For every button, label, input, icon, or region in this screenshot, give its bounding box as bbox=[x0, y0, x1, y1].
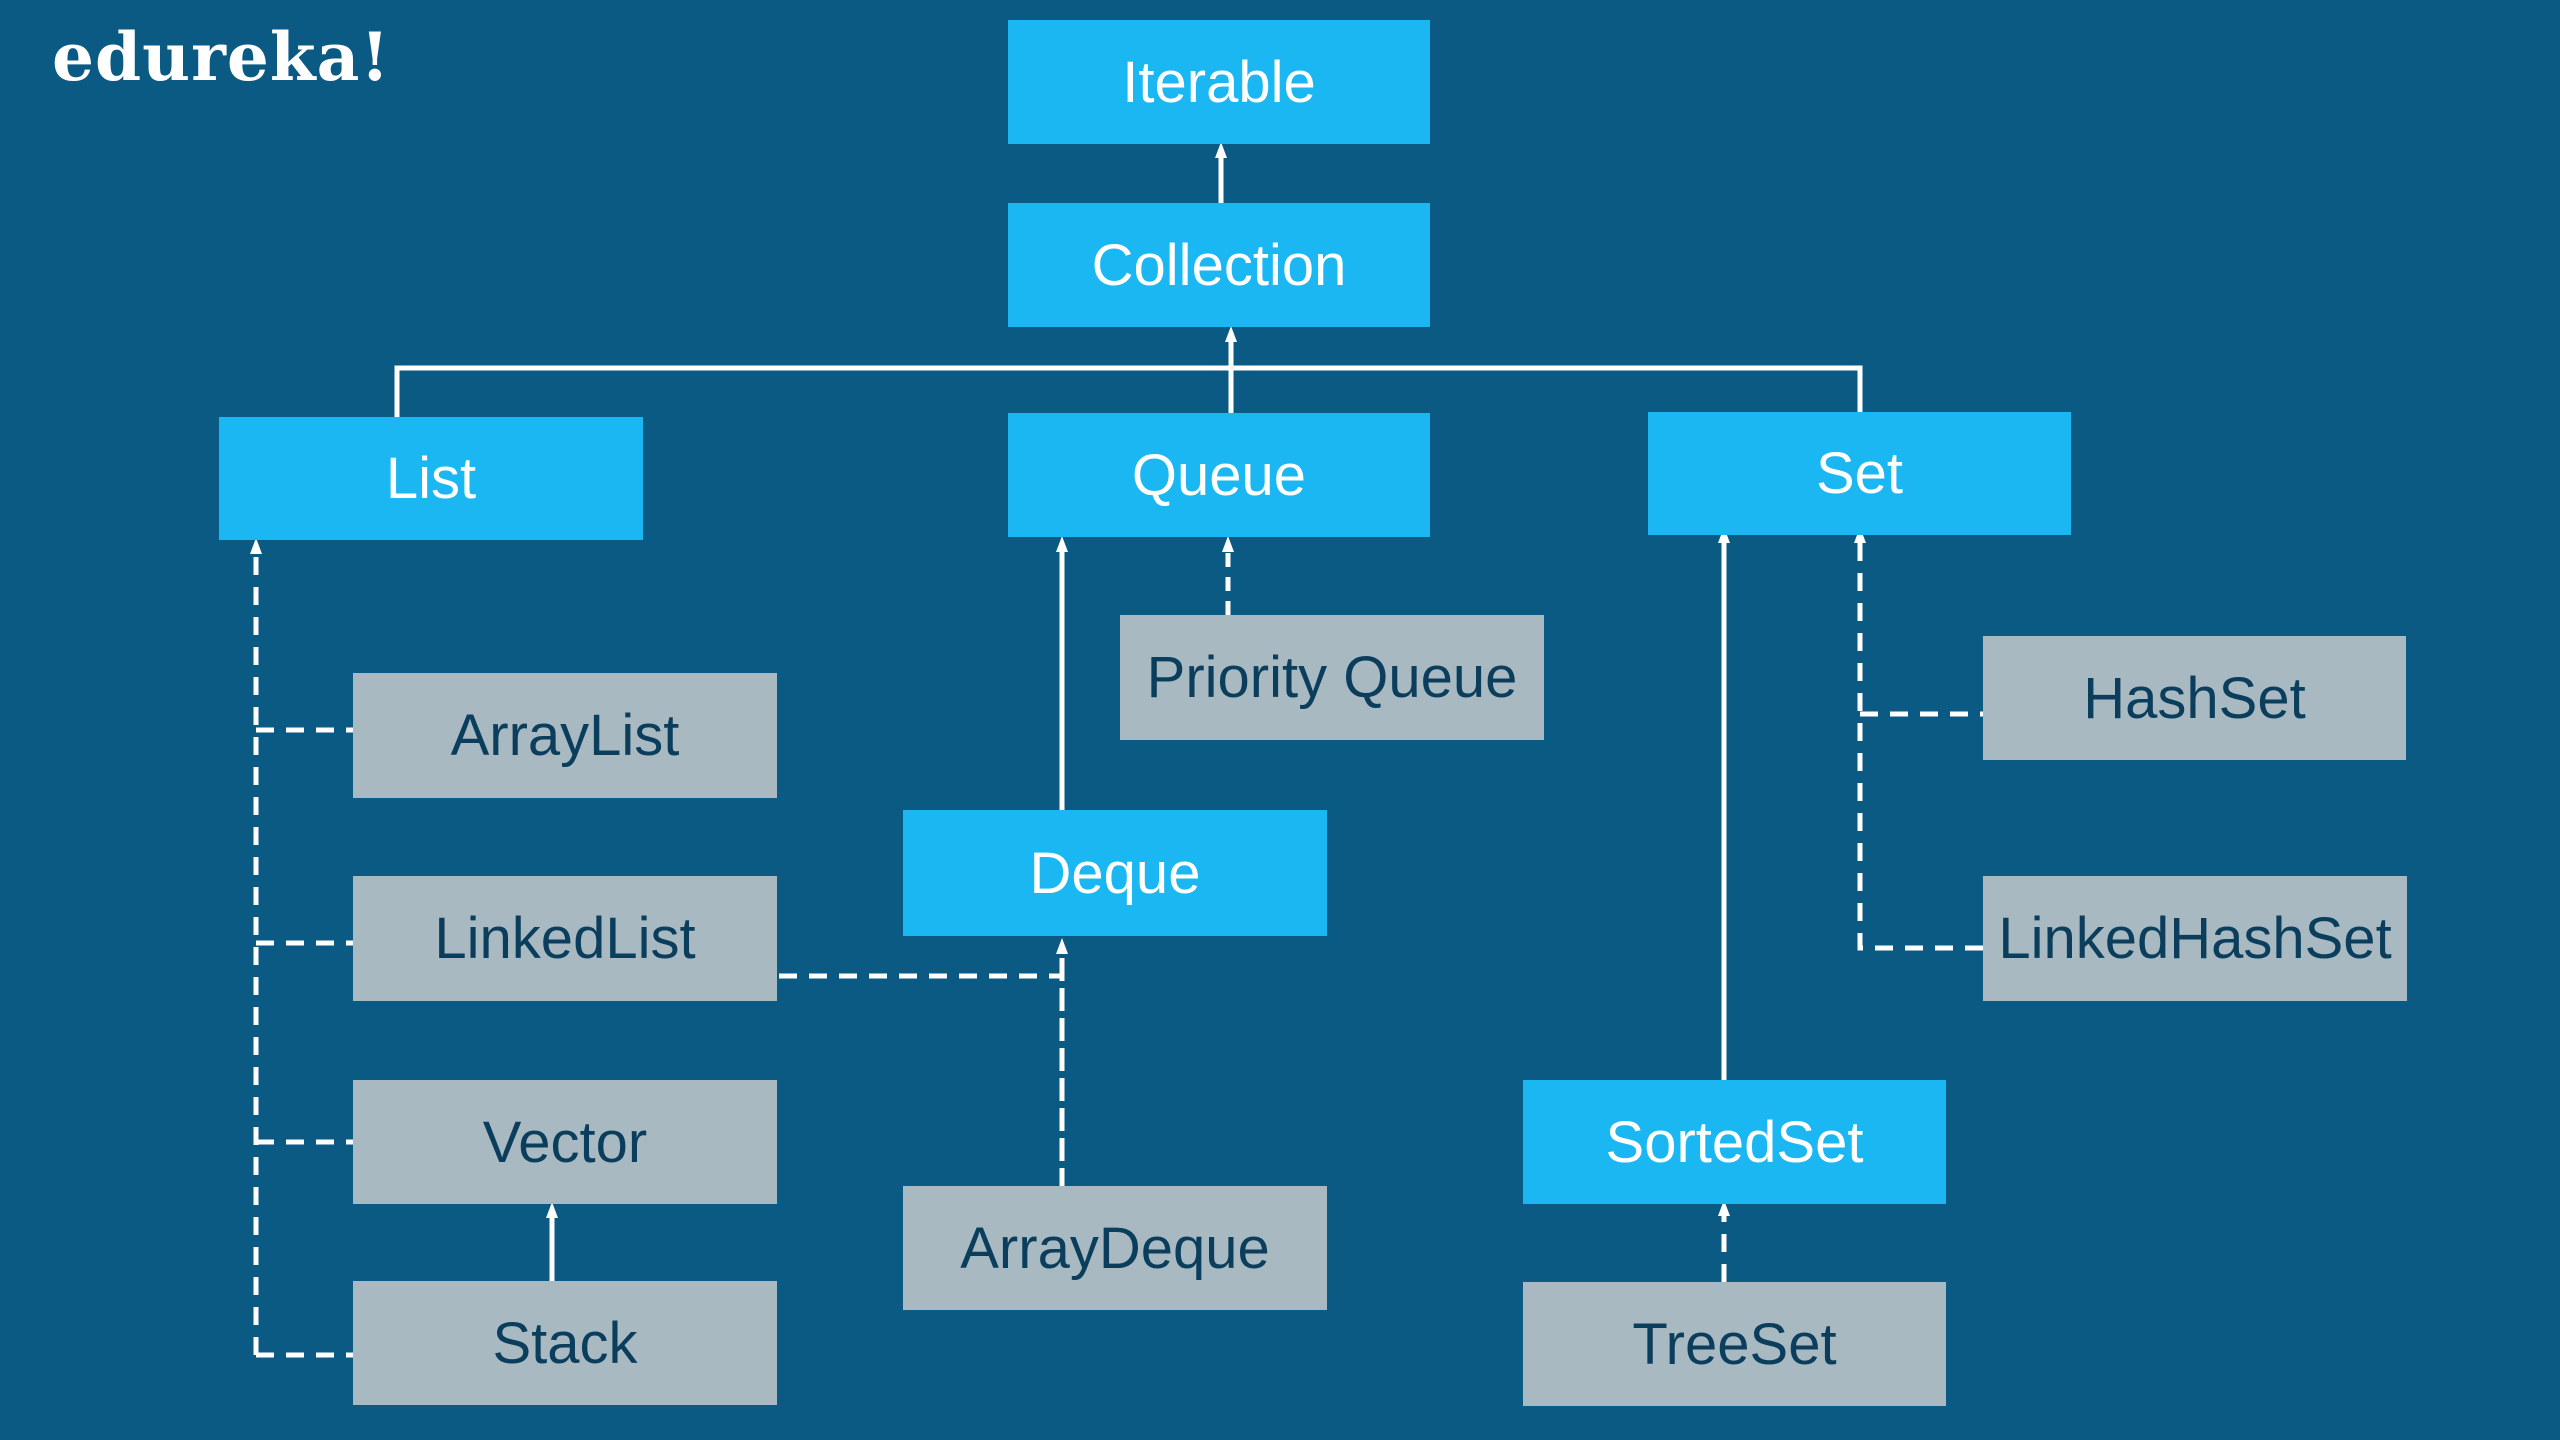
iterable-node: Iterable bbox=[1008, 20, 1430, 144]
linkedhashset-node: LinkedHashSet bbox=[1983, 876, 2407, 1001]
edge-linkedlist-deque bbox=[779, 973, 1065, 1186]
edureka-logo: edureka! bbox=[52, 18, 391, 96]
set-node: Set bbox=[1648, 412, 2071, 535]
treeset-node: TreeSet bbox=[1523, 1282, 1946, 1406]
edge-linkedhashset-set bbox=[1854, 527, 1983, 951]
linkedlist-node: LinkedList bbox=[353, 876, 777, 1001]
priorityqueue-node: Priority Queue bbox=[1120, 615, 1544, 740]
stack-node: Stack bbox=[353, 1281, 777, 1405]
edge-list-set-bus bbox=[394, 365, 1863, 417]
deque-node: Deque bbox=[903, 810, 1327, 936]
hashset-node: HashSet bbox=[1983, 636, 2406, 760]
queue-node: Queue bbox=[1008, 413, 1430, 537]
collection-node: Collection bbox=[1008, 203, 1430, 327]
arraydeque-node: ArrayDeque bbox=[903, 1186, 1327, 1310]
sortedset-node: SortedSet bbox=[1523, 1080, 1946, 1204]
arraylist-node: ArrayList bbox=[353, 673, 777, 798]
list-node: List bbox=[219, 417, 643, 540]
vector-node: Vector bbox=[353, 1080, 777, 1204]
